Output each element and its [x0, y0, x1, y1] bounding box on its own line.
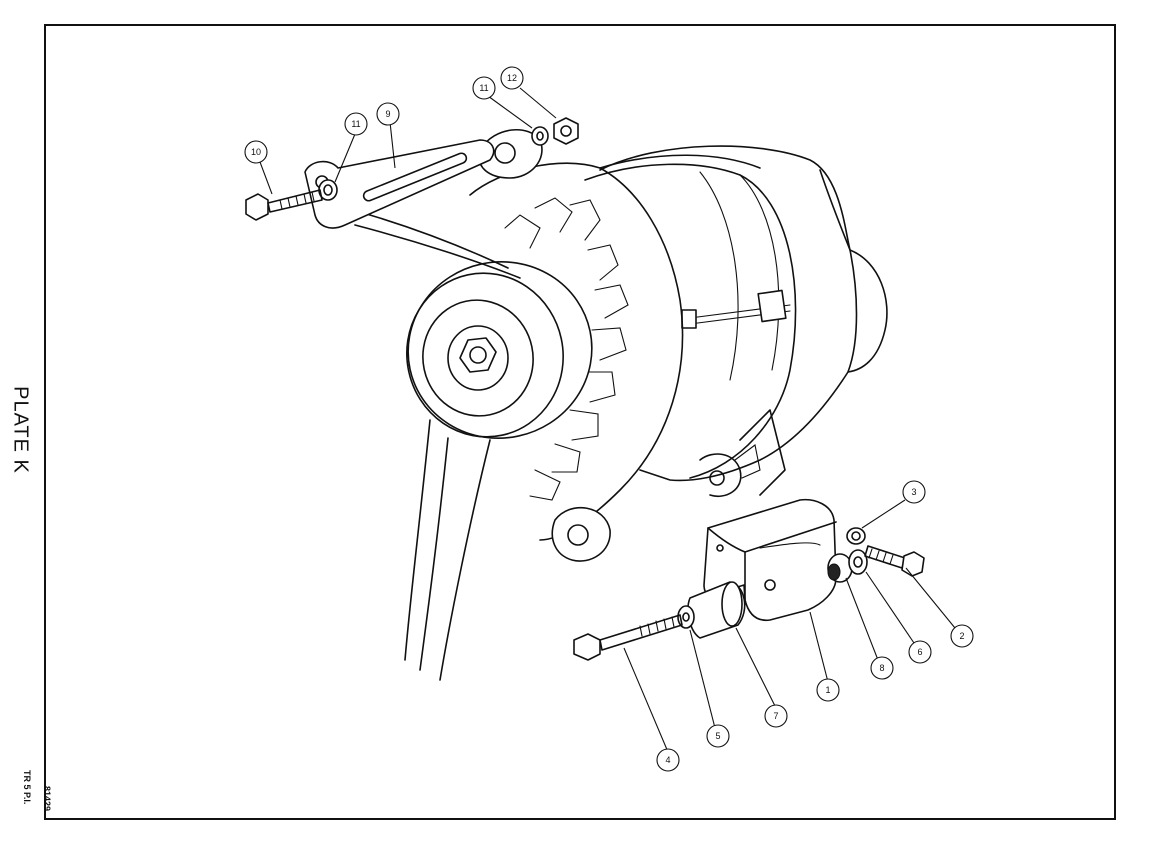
bracket-bolt	[864, 545, 925, 577]
callout-11-upper: 11	[472, 76, 496, 100]
callout-6: 6	[908, 640, 932, 664]
callout-label: 11	[479, 83, 488, 93]
page-border-frame	[44, 24, 1116, 820]
plain-washer	[848, 549, 868, 575]
callout-9: 9	[376, 102, 400, 126]
upper-washer-nut	[531, 117, 579, 146]
callout-label: 3	[911, 487, 916, 497]
callout-5: 5	[706, 724, 730, 748]
callout-10: 10	[244, 140, 268, 164]
callout-label: 2	[959, 631, 964, 641]
pulley	[406, 261, 593, 439]
callout-label: 8	[879, 663, 884, 673]
strap-washer	[318, 179, 338, 201]
callout-label: 11	[351, 119, 360, 129]
callout-11-strap: 11	[344, 112, 368, 136]
alternator-body	[334, 129, 888, 681]
callout-12: 12	[500, 66, 524, 90]
leader-lines	[259, 87, 956, 753]
callout-2: 2	[950, 624, 974, 648]
pivot-bolt	[573, 614, 683, 661]
adjusting-bolt	[245, 189, 323, 221]
callout-label: 9	[385, 109, 390, 119]
callout-label: 7	[773, 711, 778, 721]
callout-label: 12	[507, 73, 517, 83]
callout-8: 8	[870, 656, 894, 680]
callout-label: 6	[917, 647, 922, 657]
callout-7: 7	[764, 704, 788, 728]
callout-label: 1	[825, 685, 830, 695]
callout-3: 3	[902, 480, 926, 504]
callout-label: 10	[251, 147, 261, 157]
lock-washer	[846, 527, 866, 545]
callout-label: 4	[665, 755, 670, 765]
spacer	[827, 553, 853, 583]
callout-1: 1	[816, 678, 840, 702]
callout-label: 5	[715, 731, 720, 741]
drive-belt	[334, 204, 521, 681]
callout-4: 4	[656, 748, 680, 772]
fan-blades	[504, 197, 629, 501]
